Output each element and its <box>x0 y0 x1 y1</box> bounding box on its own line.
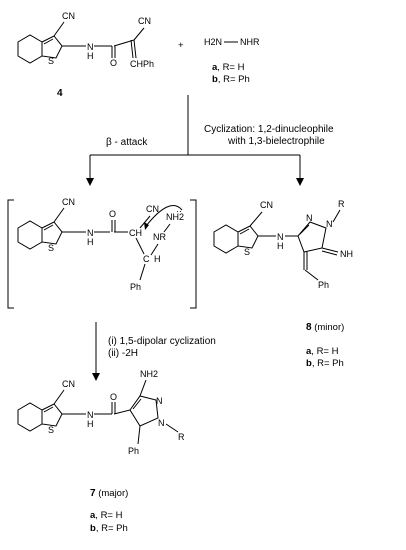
product-8-structure: CN S N H N N R NH Ph <box>213 199 353 290</box>
compound-4-structure: CN S N H O CN CHPh <box>17 11 154 69</box>
product-8-variant-a: a, R= H <box>306 346 339 357</box>
nh-label: N <box>87 410 94 420</box>
hydrazine-variant-a: a, R= H <box>212 62 245 73</box>
n-label: N <box>158 418 165 428</box>
hydrazine-structure: H2N NHR <box>204 37 260 47</box>
nh-imine-label: NH <box>340 249 353 259</box>
h-label: H <box>154 254 161 264</box>
s-label: S <box>48 243 54 253</box>
cn-label: CN <box>260 200 273 210</box>
h-label: H <box>87 237 94 247</box>
nr-label: NR <box>153 232 166 242</box>
o-label: O <box>110 392 117 402</box>
ph-label: Ph <box>318 280 329 290</box>
chph-label: CHPh <box>130 59 154 69</box>
intermediate-structure: CN S N H O CH CN C H Ph NR NH2 ·· <box>17 197 184 292</box>
cyclization-label-line2: with 1,3-bielectrophile <box>227 136 325 147</box>
n-label: N <box>156 396 163 406</box>
h-label: H <box>277 241 284 251</box>
product-8-caption: 8 (minor) <box>306 322 344 333</box>
ch-label: CH <box>129 228 142 238</box>
step-label-line2: (ii) -2H <box>108 348 138 359</box>
cn-label: CN <box>138 16 151 26</box>
beta-attack-label: β - attack <box>106 137 148 148</box>
product-8-variant-b: b, R= Ph <box>306 358 344 369</box>
n-label: N <box>326 219 333 229</box>
cn-label: CN <box>62 379 75 389</box>
curved-attack-arrow <box>145 205 183 227</box>
product-7-structure: CN S N H O NH2 N N R Ph <box>17 369 185 456</box>
plus-sign: + <box>178 40 184 51</box>
r-label: R <box>338 199 345 209</box>
nh-label: N <box>87 42 94 52</box>
step-label-line1: (i) 1,5-dipolar cyclization <box>108 336 216 347</box>
branch-arrows <box>86 95 304 186</box>
lone-pair-dots: ·· <box>176 206 182 216</box>
s-label: S <box>244 247 250 257</box>
compound-4-number: 4 <box>57 88 63 99</box>
arrow-to-product-7 <box>92 322 100 381</box>
product-7-variant-a: a, R= H <box>90 510 123 521</box>
h2n-label: H2N <box>204 37 222 47</box>
cn-label: CN <box>146 204 159 214</box>
intermediate-brackets <box>7 199 197 309</box>
hydrazine-variant-b: b, R= Ph <box>212 74 250 85</box>
n-label: N <box>306 213 313 223</box>
cn-label: CN <box>62 11 75 21</box>
nhr-label: NHR <box>240 37 260 47</box>
s-label: S <box>48 56 54 66</box>
product-7-caption: 7 (major) <box>90 488 128 499</box>
ph-label: Ph <box>130 282 141 292</box>
nh2-label: NH2 <box>166 212 184 222</box>
cyclization-label-line1: Cyclization: 1,2-dinucleophile <box>204 124 334 135</box>
h-label: H <box>87 51 94 61</box>
product-7-variant-b: b, R= Ph <box>90 523 128 534</box>
c-label: C <box>143 254 150 264</box>
r-label: R <box>178 432 185 442</box>
o-label: O <box>110 58 117 68</box>
h-label: H <box>87 419 94 429</box>
o-label: O <box>109 209 116 219</box>
nh2-label: NH2 <box>140 369 158 379</box>
s-label: S <box>48 425 54 435</box>
nh-label: N <box>87 228 94 238</box>
nh-label: N <box>277 232 284 242</box>
cn-label: CN <box>62 197 75 207</box>
ph-label: Ph <box>128 446 139 456</box>
